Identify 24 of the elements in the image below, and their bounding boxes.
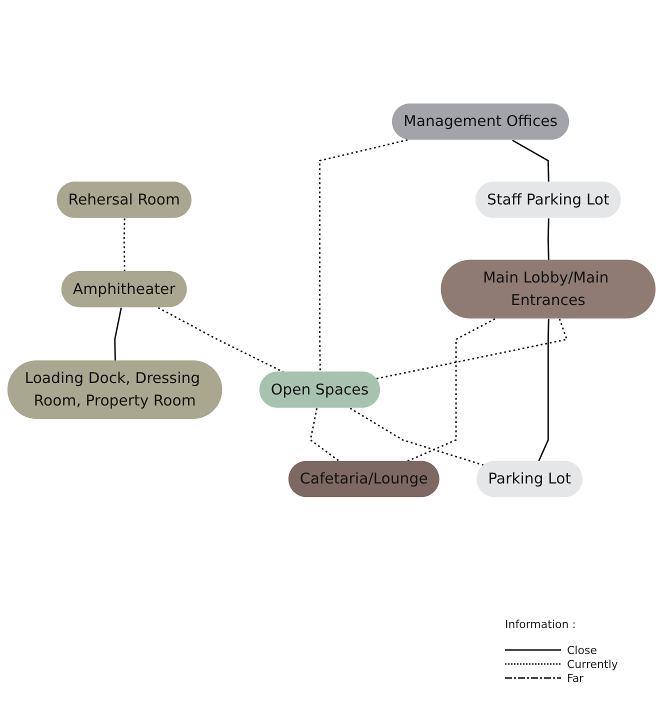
legend-label: Currently (567, 658, 618, 670)
connector-line (310, 408, 340, 462)
node-box: Main Lobby/Main Entrances (440, 260, 656, 318)
node-box: Rehersal Room (56, 181, 192, 218)
connector-line (547, 218, 550, 260)
connector-line (376, 318, 568, 380)
connector-line (114, 307, 122, 361)
legend-label: Close (567, 644, 597, 656)
connector-line (158, 306, 284, 372)
connector-line (350, 407, 484, 466)
legend-heading: Information : (505, 618, 576, 631)
legend-label: Far (567, 672, 584, 684)
connector-line (123, 218, 126, 272)
node-box: Cafetaria/Lounge (288, 460, 440, 497)
node-box: Parking Lot (476, 460, 583, 497)
node-box: Staff Parking Lot (476, 181, 621, 218)
node-box: Management Offices (392, 103, 570, 140)
node-box: Amphitheater (61, 270, 187, 307)
connector-line (319, 138, 408, 372)
connector-line (538, 318, 550, 462)
node-box: Loading Dock, Dressing Room, Property Room (7, 360, 222, 419)
node-box: Open Spaces (259, 371, 380, 408)
connector-line (512, 139, 550, 182)
connector-line (406, 318, 496, 462)
